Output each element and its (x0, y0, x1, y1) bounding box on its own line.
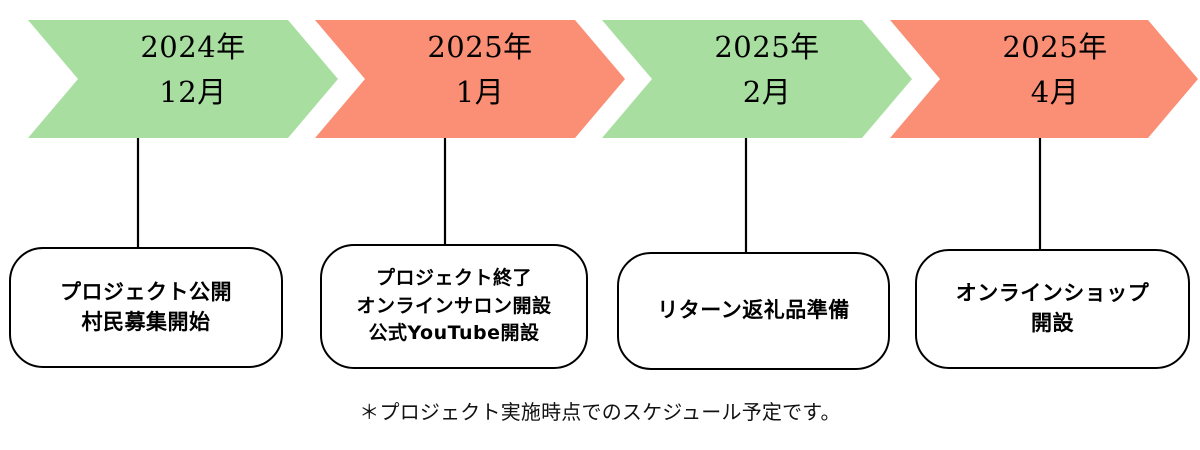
chevron-label-3: 2025年 2月 (714, 30, 820, 109)
milestone-box-1[interactable]: プロジェクト公開 村民募集開始 (9, 247, 283, 368)
milestone-box-2-text: プロジェクト終了 オンラインサロン開設 公式YouTube開設 (356, 267, 552, 345)
milestone-box-4-text: オンラインショップ 開設 (955, 281, 1150, 335)
milestone-box-4[interactable]: オンラインショップ 開設 (915, 249, 1190, 369)
milestone-box-1-text: プロジェクト公開 村民募集開始 (60, 279, 232, 334)
footnote-text: ＊プロジェクト実施時点でのスケジュール予定です。 (359, 400, 841, 424)
milestone-box-2[interactable]: プロジェクト終了 オンラインサロン開設 公式YouTube開設 (320, 244, 588, 369)
chevron-label-2: 2025年 1月 (427, 30, 533, 109)
chevron-label-1: 2024年 12月 (140, 30, 246, 109)
milestone-box-3-text: リターン返礼品準備 (657, 298, 850, 323)
milestone-box-3[interactable]: リターン返礼品準備 (617, 252, 890, 370)
chevron-label-4: 2025年 4月 (1002, 30, 1108, 109)
